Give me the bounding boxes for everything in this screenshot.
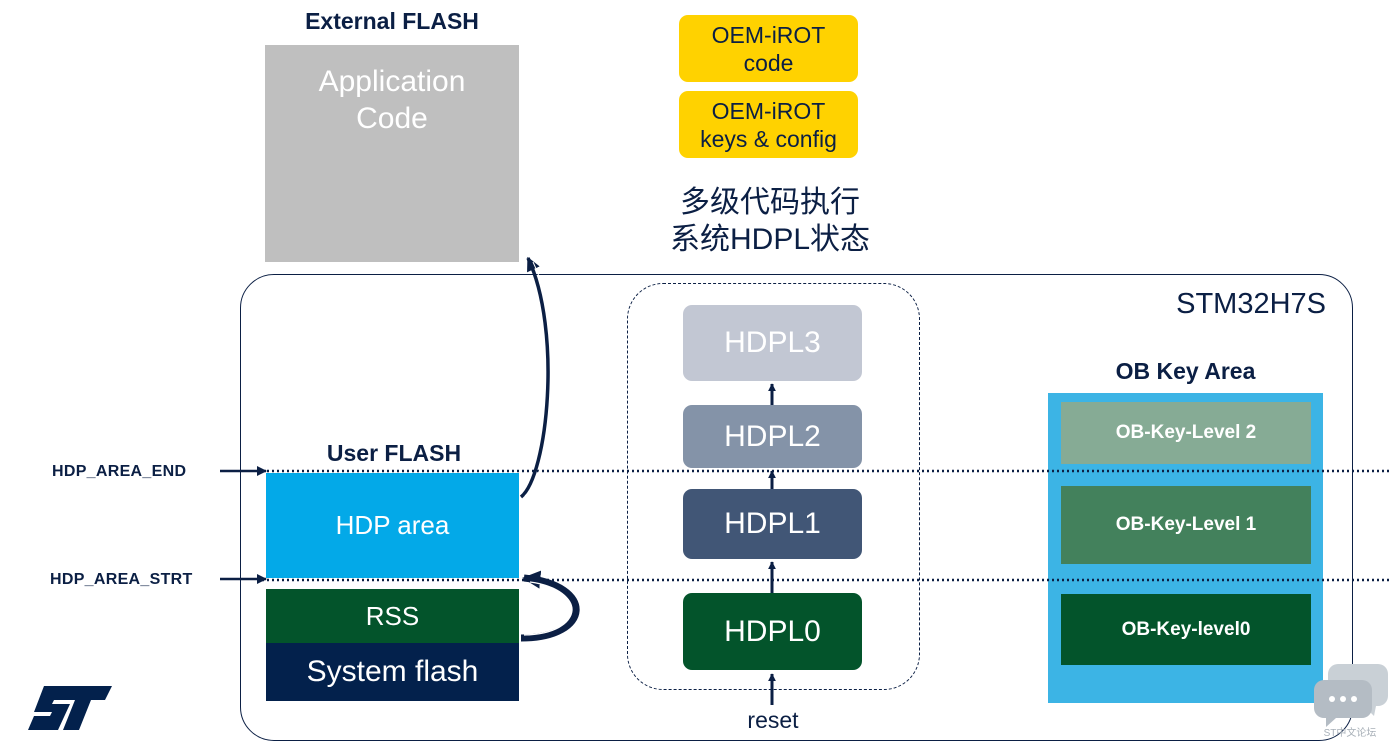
hdp-area-block: HDP area [266, 473, 519, 578]
application-code-line1: Application [318, 65, 466, 98]
chat-bubble-icon [1314, 664, 1388, 727]
reset-label: reset [747, 707, 799, 733]
hdpl3-block: HDPL3 [683, 305, 862, 381]
oem-irot-keys-block: OEM-iROT keys & config [679, 91, 858, 158]
external-flash-title: External FLASH [305, 8, 479, 34]
center-title-line1: 多级代码执行 [680, 186, 860, 219]
oem-irot-keys-line2: keys & config [700, 125, 837, 152]
application-code-line2: Code [356, 102, 428, 135]
oem-irot-code-line1: OEM-iROT [711, 21, 826, 48]
hdpl0-block: HDPL0 [683, 593, 862, 670]
system-flash-block: System flash [266, 643, 519, 701]
hdp-to-external-arrow [519, 256, 550, 499]
hdp-area-end-label: HDP_AREA_END [52, 463, 187, 480]
oem-irot-code-block: OEM-iROT code [679, 15, 858, 82]
ob-key-area-title: OB Key Area [1115, 358, 1256, 384]
hdpl2-block: HDPL2 [683, 405, 862, 468]
rss-to-hdp-arrow [520, 570, 580, 642]
application-code-block: Application Code [265, 45, 519, 262]
st-logo-icon [28, 686, 112, 730]
oem-irot-keys-line1: OEM-iROT [711, 97, 826, 124]
hdpl1-block: HDPL1 [683, 489, 862, 559]
rss-block: RSS [266, 589, 519, 643]
chip-label: STM32H7S [1176, 288, 1326, 320]
user-flash-title: User FLASH [326, 440, 462, 466]
center-title-line2: 系统HDPL状态 [669, 223, 871, 256]
ob-key-level2-block: OB-Key-Level 2 [1061, 402, 1311, 464]
center-title: 多级代码执行 系统HDPL状态 [620, 184, 920, 258]
watermark-text: ST中文论坛 [1323, 728, 1377, 739]
hdp-area-strt-label: HDP_AREA_STRT [50, 571, 193, 588]
ob-key-level1-block: OB-Key-Level 1 [1061, 486, 1311, 564]
stm32h7s-chip-outline [240, 274, 1353, 741]
ob-key-level0-block: OB-Key-level0 [1061, 594, 1311, 665]
oem-irot-code-line2: code [743, 49, 794, 76]
